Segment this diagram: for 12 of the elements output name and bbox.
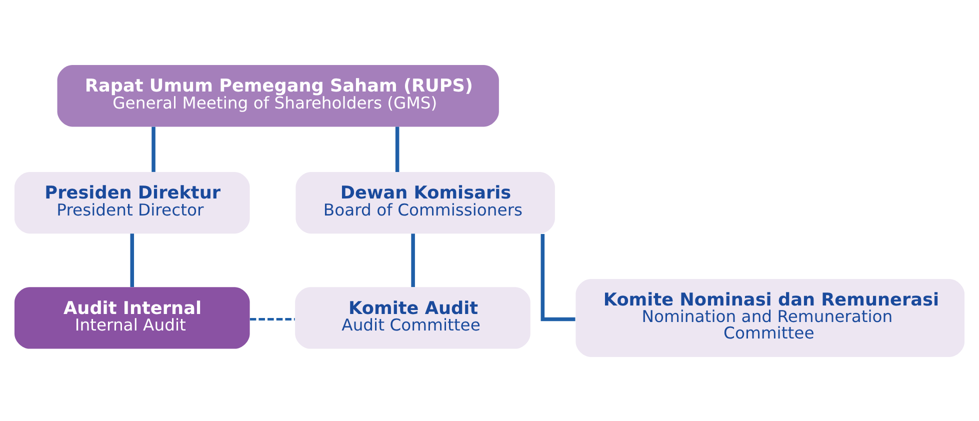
connector [130,233,134,287]
connector [540,234,576,321]
node-box: Audit Internal Internal Audit [14,286,250,348]
node-box: Presiden Direktur President Director [14,172,250,234]
connector [250,317,295,320]
node-box: Dewan Komisaris Board of Commissioners [296,172,555,234]
connector [395,126,400,172]
connector [152,126,156,172]
node-box: Komite Nominasi dan Remunerasi Nomination and Remuneration Committee [576,278,965,356]
connector [411,233,415,287]
node-box: Rapat Umum Pemegang Saham (RUPS) General Meeting of Shareholders (GMS) [57,64,499,126]
node-box: Komite Audit Audit Committee [295,286,530,348]
